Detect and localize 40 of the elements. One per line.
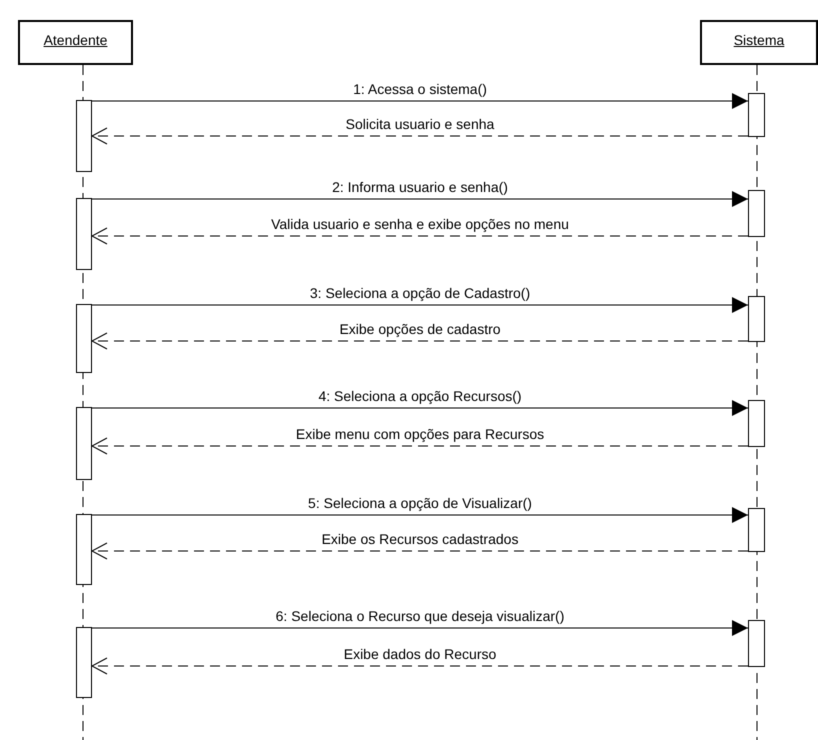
return-message-arrow xyxy=(92,128,748,144)
message-label: Exibe menu com opções para Recursos xyxy=(296,426,544,442)
message-label: Valida usuario e senha e exibe opções no menu xyxy=(271,216,569,232)
activation-bar xyxy=(748,508,765,552)
lifeline-header-box xyxy=(700,20,818,65)
message-arrow xyxy=(92,620,748,636)
message-arrow xyxy=(92,297,748,313)
activation-bar xyxy=(748,620,765,667)
message-label: Exibe opções de cadastro xyxy=(339,321,501,337)
activation-bar xyxy=(76,198,92,270)
message-label: 6: Seleciona o Recurso que deseja visualizar() xyxy=(276,608,564,624)
message-label: 3: Seleciona a opção de Cadastro() xyxy=(310,285,530,301)
lifeline-header-box xyxy=(18,20,133,65)
activation-bar xyxy=(76,514,92,585)
message-label: 4: Seleciona a opção Recursos() xyxy=(318,388,522,404)
return-message-arrow xyxy=(92,332,748,350)
message-arrow xyxy=(92,93,748,109)
activation-bar xyxy=(748,190,765,237)
activation-bar xyxy=(748,400,765,447)
return-message-arrow xyxy=(92,542,748,560)
message-arrow xyxy=(92,400,748,416)
message-arrow xyxy=(92,507,748,523)
message-label: 1: Acessa o sistema() xyxy=(353,81,487,97)
return-message-arrow xyxy=(92,228,748,244)
message-label: Exibe dados do Recurso xyxy=(344,646,496,662)
activation-bar xyxy=(748,296,765,342)
message-label: 2: Informa usuario e senha() xyxy=(332,179,508,195)
activation-bar xyxy=(76,627,92,698)
activation-bar xyxy=(76,407,92,480)
return-message-arrow xyxy=(92,658,748,674)
message-arrow xyxy=(92,191,748,207)
message-label: Solicita usuario e senha xyxy=(346,116,494,132)
activation-bar xyxy=(76,304,92,373)
participant-name: Sistema xyxy=(732,32,786,48)
return-message-arrow xyxy=(92,438,748,454)
activation-bar xyxy=(76,100,92,172)
message-label: Exibe os Recursos cadastrados xyxy=(322,531,518,547)
activation-bar xyxy=(748,93,765,137)
participant-name: Atendente xyxy=(42,32,108,48)
message-label: 5: Seleciona a opção de Visualizar() xyxy=(308,495,532,511)
